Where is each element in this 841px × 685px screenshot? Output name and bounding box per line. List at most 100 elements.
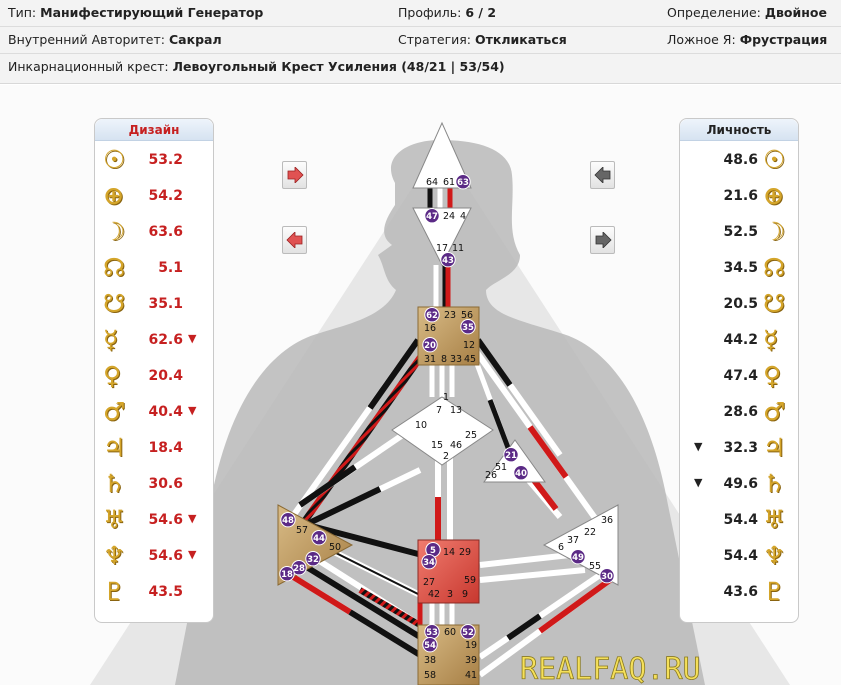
planet-row[interactable]: ☊5.1 [95,254,213,284]
gate-32[interactable]: 32 [305,551,321,567]
planet-row[interactable]: ♆54.6▼ [95,542,213,572]
gate-64[interactable]: 64 [426,177,438,188]
gate-46[interactable]: 46 [450,440,462,451]
gate-36[interactable]: 36 [601,515,613,526]
planet-row[interactable]: ♂28.6 [680,398,798,428]
gate-41[interactable]: 41 [465,670,477,681]
gate-33[interactable]: 33 [450,354,462,365]
planet-row[interactable]: ⊕54.2 [95,182,213,212]
planet-row[interactable]: ♇43.5 [95,578,213,608]
planet-row[interactable]: ♅54.4 [680,506,798,536]
gate-52[interactable]: 52 [460,624,476,640]
gate-2[interactable]: 2 [443,451,449,462]
gate-13[interactable]: 13 [450,405,462,416]
gate-55[interactable]: 55 [589,561,601,572]
gate-57[interactable]: 57 [296,525,308,536]
gate-42[interactable]: 42 [428,589,440,600]
gate-7[interactable]: 7 [436,405,442,416]
gate-20[interactable]: 20 [422,337,438,353]
gate-28[interactable]: 28 [291,560,307,576]
planet-row[interactable]: ♀47.4 [680,362,798,392]
gate-12[interactable]: 12 [463,340,475,351]
planet-row[interactable]: ♄30.6 [95,470,213,500]
planet-row[interactable]: ♀20.4 [95,362,213,392]
gate-30[interactable]: 30 [599,568,615,584]
gate-14[interactable]: 14 [443,547,455,558]
gate-54[interactable]: 54 [422,637,438,653]
gate-37[interactable]: 37 [567,535,579,546]
planet-row[interactable]: ♆54.4 [680,542,798,572]
gate-17[interactable]: 17 [436,243,448,254]
planet-row[interactable]: ☉53.2 [95,146,213,176]
gate-11[interactable]: 11 [452,243,464,254]
design-prev-button[interactable] [282,226,307,254]
planet-row[interactable]: ♃18.4 [95,434,213,464]
gate-10[interactable]: 10 [415,420,427,431]
planet-row[interactable]: ☉48.6 [680,146,798,176]
planet-row[interactable]: ☽63.6 [95,218,213,248]
design-next-button[interactable] [282,161,307,189]
gate-60[interactable]: 60 [444,627,456,638]
planet-row[interactable]: ☿62.6▼ [95,326,213,356]
gate-39[interactable]: 39 [465,655,477,666]
gate-51[interactable]: 51 [495,462,507,473]
planet-row[interactable]: ♃32.3▼ [680,434,798,464]
gate-25[interactable]: 25 [465,430,477,441]
ajna-center[interactable] [412,207,472,267]
gate-58[interactable]: 58 [424,670,436,681]
gate-15[interactable]: 15 [431,440,443,451]
gate-19[interactable]: 19 [465,640,477,651]
gate-35[interactable]: 35 [460,319,476,335]
gate-63[interactable]: 63 [455,174,471,190]
gate-61[interactable]: 61 [443,177,455,188]
gate-23[interactable]: 23 [444,310,456,321]
gate-38[interactable]: 38 [424,655,436,666]
gate-3[interactable]: 3 [447,589,453,600]
planet-row[interactable]: ⊕21.6 [680,182,798,212]
gate-45[interactable]: 45 [464,354,476,365]
gate-40[interactable]: 40 [513,465,529,481]
planet-row[interactable]: ☋35.1 [95,290,213,320]
gate-44[interactable]: 44 [311,530,327,546]
gate-18[interactable]: 18 [279,566,295,582]
planet-row[interactable]: ☿44.2 [680,326,798,356]
planet-row[interactable]: ♂40.4▼ [95,398,213,428]
gate-50[interactable]: 50 [329,542,341,553]
gate-49[interactable]: 49 [570,549,586,565]
personality-prev-button[interactable] [590,161,615,189]
planet-row[interactable]: ☋20.5 [680,290,798,320]
gate-22[interactable]: 22 [584,527,596,538]
gate-31[interactable]: 31 [424,354,436,365]
gate-29[interactable]: 29 [459,547,471,558]
gate-34[interactable]: 34 [421,554,437,570]
gate-24[interactable]: 24 [443,211,455,222]
solar-plexus-center[interactable] [542,504,619,586]
gate-number: 40 [515,469,527,479]
planet-row[interactable]: ♅54.6▼ [95,506,213,536]
gate-1[interactable]: 1 [443,392,449,403]
gate-53[interactable]: 53 [424,624,440,640]
personality-next-button[interactable] [590,226,615,254]
gate-59[interactable]: 59 [464,575,476,586]
g-center[interactable] [391,396,494,466]
gate-16[interactable]: 16 [424,323,436,334]
gate-8[interactable]: 8 [441,354,447,365]
planet-row[interactable]: ♄49.6▼ [680,470,798,500]
planet-row[interactable]: ☽52.5 [680,218,798,248]
notself-field: Ложное Я: Фрустрация [667,32,827,47]
planet-row[interactable]: ♇43.6 [680,578,798,608]
gate-26[interactable]: 26 [485,470,497,481]
gate-9[interactable]: 9 [462,589,468,600]
gate-6[interactable]: 6 [558,542,564,553]
gate-62[interactable]: 62 [424,307,440,323]
head-center[interactable] [412,121,472,189]
gate-4[interactable]: 4 [460,211,466,222]
design-panel: Дизайн ☉53.2⊕54.2☽63.6☊5.1☋35.1☿62.6▼♀20… [94,118,214,623]
gate-47[interactable]: 47 [424,208,440,224]
gate-21[interactable]: 21 [503,447,519,463]
planet-row[interactable]: ☊34.5 [680,254,798,284]
gate-56[interactable]: 56 [461,310,473,321]
gate-27[interactable]: 27 [423,577,435,588]
gate-48[interactable]: 48 [280,512,296,528]
gate-43[interactable]: 43 [440,252,456,268]
